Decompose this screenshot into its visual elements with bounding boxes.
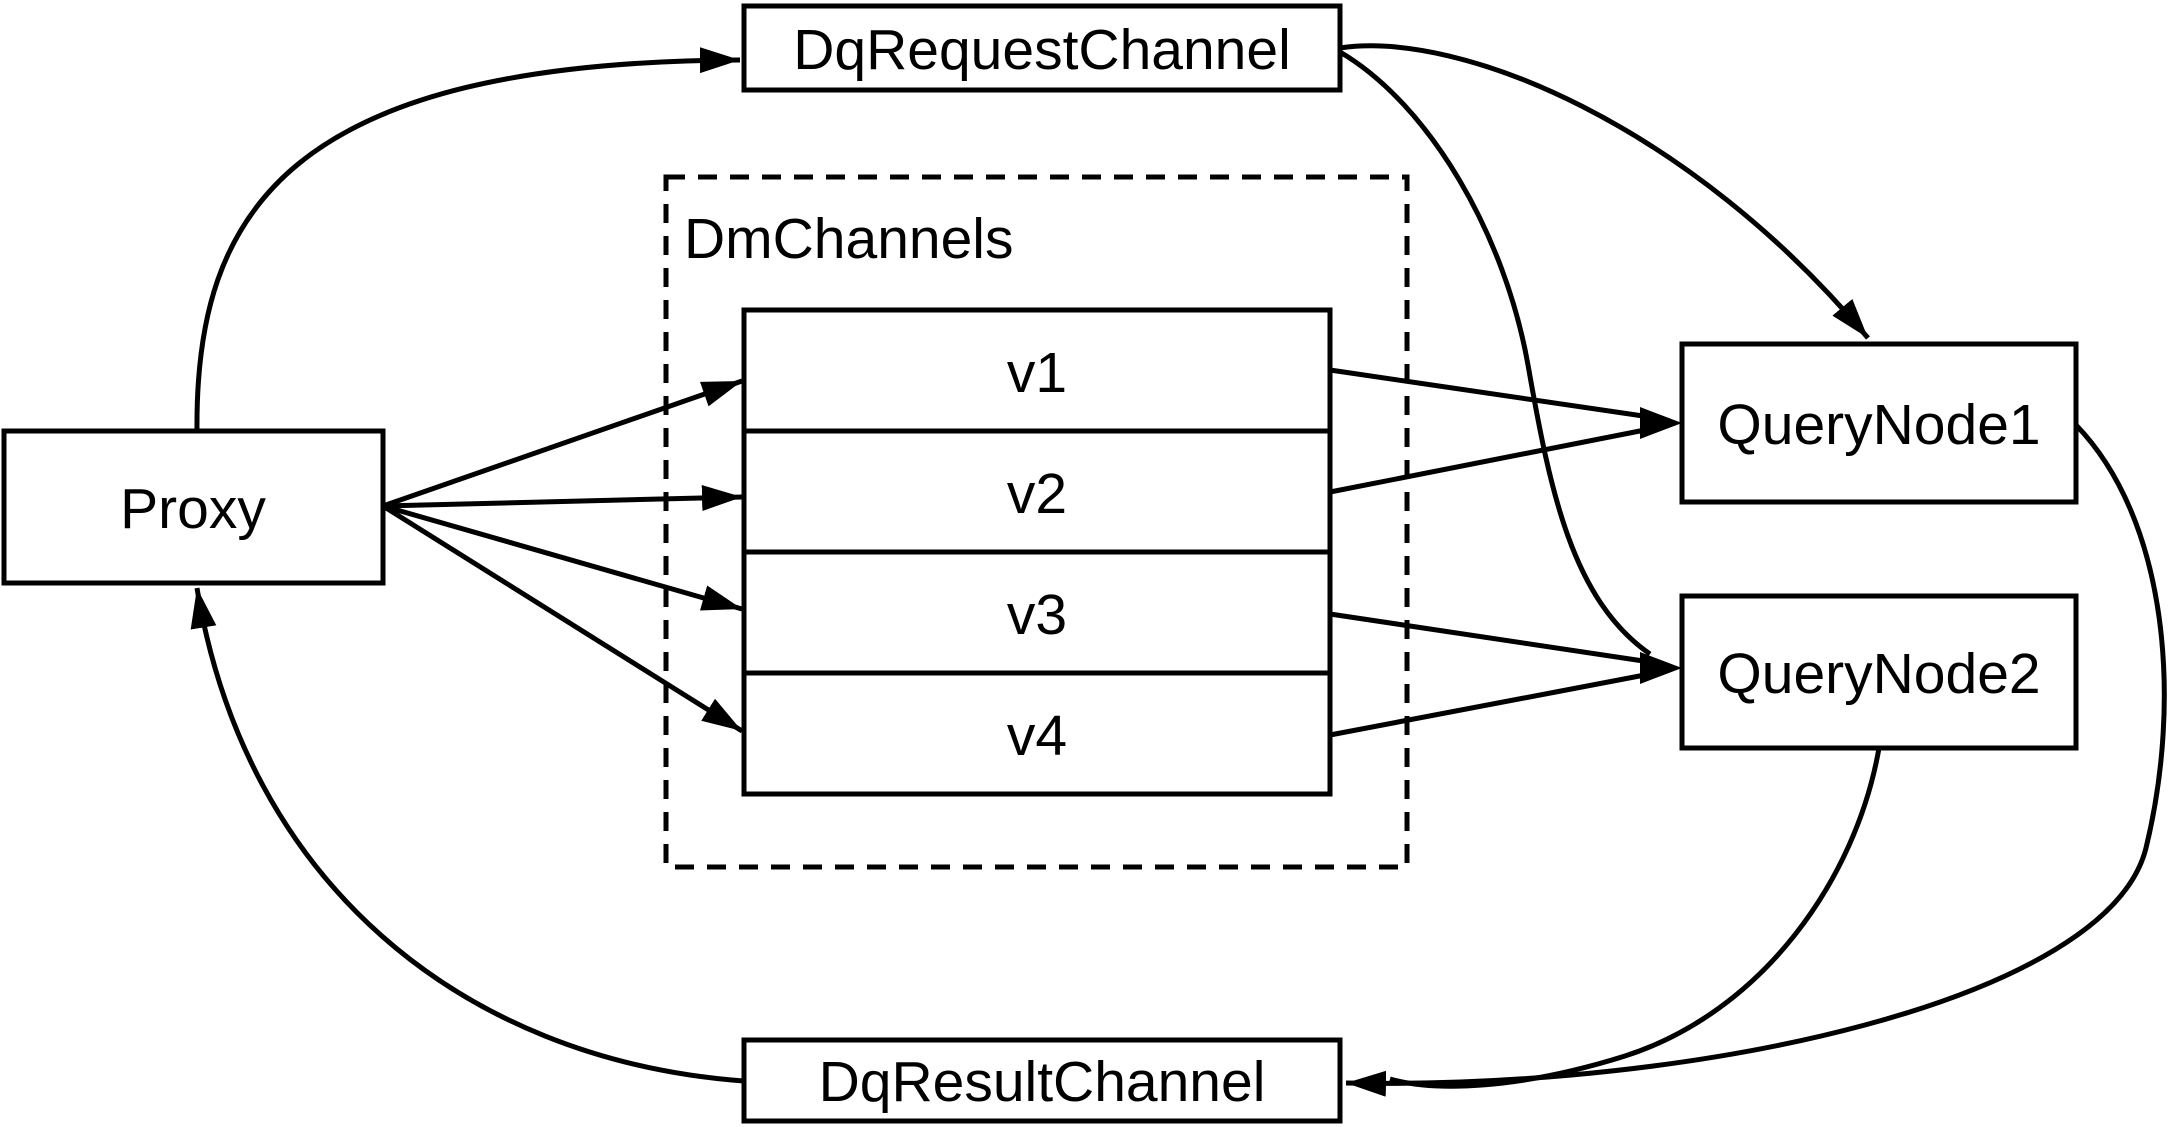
- dmchannels-group: DmChannels v1 v2 v3 v4: [663, 174, 1410, 870]
- dmchannels-label: DmChannels: [684, 207, 1013, 271]
- channel-label-v1: v1: [1007, 341, 1067, 405]
- edge-proxy-to-dqrequestchannel: [194, 47, 741, 432]
- channel-label-v3: v3: [1007, 583, 1067, 647]
- channel-row-v1: [741, 307, 1333, 434]
- edge-v4-to-querynode2: [1329, 671, 1651, 738]
- arrowhead-into-querynode2: [1640, 652, 1682, 684]
- edge-v3-to-querynode2: [1329, 611, 1651, 665]
- edge-dqrequestchannel-to-querynode2: [1338, 49, 1652, 657]
- querynode1-box: [1679, 341, 2079, 505]
- node-proxy: Proxy: [1, 428, 386, 586]
- edge-proxy-to-v2: [382, 485, 743, 511]
- dqresultchannel-label: DqResultChannel: [819, 1050, 1266, 1114]
- dqrequestchannel-box: [741, 3, 1343, 93]
- channel-row-v4: [741, 670, 1333, 797]
- channel-label-v2: v2: [1007, 462, 1067, 526]
- node-dqrequestchannel: DqRequestChannel: [741, 3, 1343, 93]
- querynode2-box: [1679, 593, 2079, 751]
- node-querynode2: QueryNode2: [1679, 593, 2079, 751]
- edge-querynode1-to-dqresultchannel: [1345, 423, 2167, 1097]
- edge-dqresultchannel-to-proxy: [190, 587, 745, 1084]
- node-dqresultchannel: DqResultChannel: [741, 1037, 1343, 1124]
- edge-proxy-to-v4: [381, 503, 744, 734]
- edge-proxy-to-v1: [382, 378, 743, 509]
- arrowhead-into-querynode1: [1640, 407, 1682, 439]
- dmchannels-dashed-border: [663, 174, 1410, 870]
- channel-label-v4: v4: [1007, 704, 1067, 768]
- edge-querynode2-to-dqresultchannel: [1389, 747, 1882, 1089]
- querynode2-label: QueryNode2: [1717, 642, 2040, 706]
- channel-row-v2: [741, 428, 1333, 555]
- edge-v2-to-querynode1: [1329, 426, 1651, 495]
- proxy-box: [1, 428, 386, 586]
- edge-proxy-to-v3: [382, 503, 743, 612]
- edges: [190, 43, 2167, 1097]
- channel-row-v3: [741, 549, 1333, 676]
- edge-dqrequestchannel-to-querynode1: [1339, 43, 1870, 340]
- querynode1-label: QueryNode1: [1717, 393, 2040, 457]
- proxy-label: Proxy: [120, 477, 266, 541]
- dqrequestchannel-label: DqRequestChannel: [793, 18, 1291, 82]
- node-querynode1: QueryNode1: [1679, 341, 2079, 505]
- dqresultchannel-box: [741, 1037, 1343, 1124]
- edge-v1-to-querynode1: [1329, 367, 1651, 420]
